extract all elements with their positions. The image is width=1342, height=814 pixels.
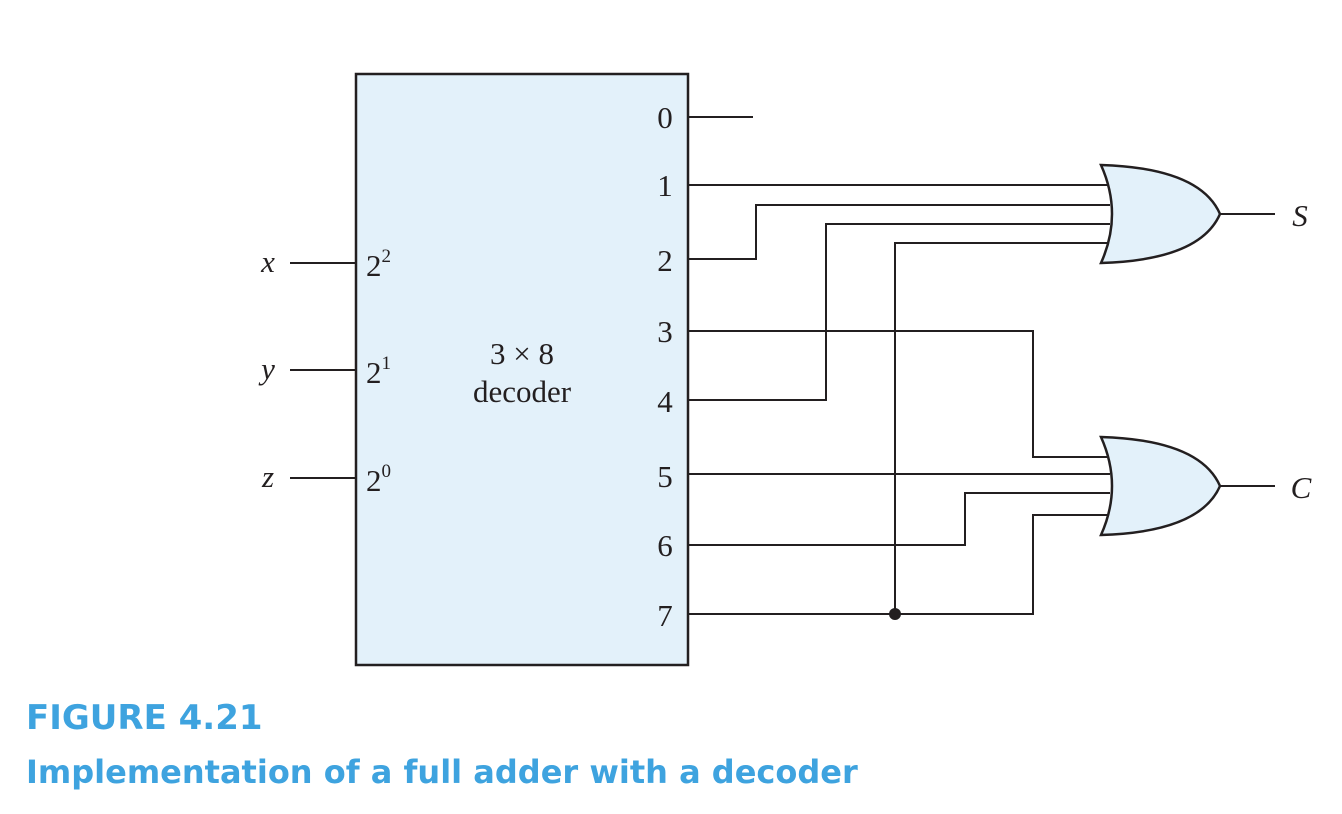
full-adder-decoder-diagram: 3 × 8 decoder x 22 y 21 z 20 0 1 2 3 4 5… — [258, 72, 1312, 667]
output-s-label: S — [1292, 198, 1308, 233]
figure-caption: Implementation of a full adder with a de… — [26, 753, 858, 791]
wire-output-4-to-s — [688, 223, 1110, 401]
decoder-label-size: 3 × 8 — [490, 336, 554, 371]
output-c-label: C — [1291, 470, 1312, 505]
output-label-1: 1 — [657, 168, 673, 203]
output-label-4: 4 — [657, 384, 673, 419]
decoder-block — [354, 72, 690, 667]
input-z: z 20 — [261, 459, 391, 498]
or-gate-carry — [1099, 435, 1222, 537]
wire-output-2-to-s — [688, 204, 1110, 260]
output-label-2: 2 — [657, 243, 673, 278]
junction-dot — [889, 608, 901, 620]
input-y: y 21 — [258, 351, 391, 390]
wire-output-7-to-c — [688, 514, 1108, 615]
input-x-label: x — [260, 244, 275, 279]
output-label-5: 5 — [657, 459, 673, 494]
output-label-3: 3 — [657, 314, 673, 349]
wire-output-7-to-s — [894, 242, 1108, 614]
input-y-label: y — [258, 351, 275, 386]
input-x: x 22 — [260, 244, 391, 283]
output-label-0: 0 — [657, 100, 673, 135]
input-y-weight: 21 — [366, 353, 391, 390]
output-label-6: 6 — [657, 528, 673, 563]
wire-output-3-to-c — [688, 330, 1108, 458]
input-x-weight: 22 — [366, 246, 391, 283]
wire-output-6-to-c — [688, 492, 1110, 546]
figure-number: FIGURE 4.21 — [26, 698, 263, 738]
or-gate-sum — [1099, 163, 1222, 265]
output-label-7: 7 — [657, 598, 673, 633]
decoder-label-name: decoder — [473, 374, 572, 409]
input-z-label: z — [261, 459, 274, 494]
input-z-weight: 20 — [366, 461, 391, 498]
